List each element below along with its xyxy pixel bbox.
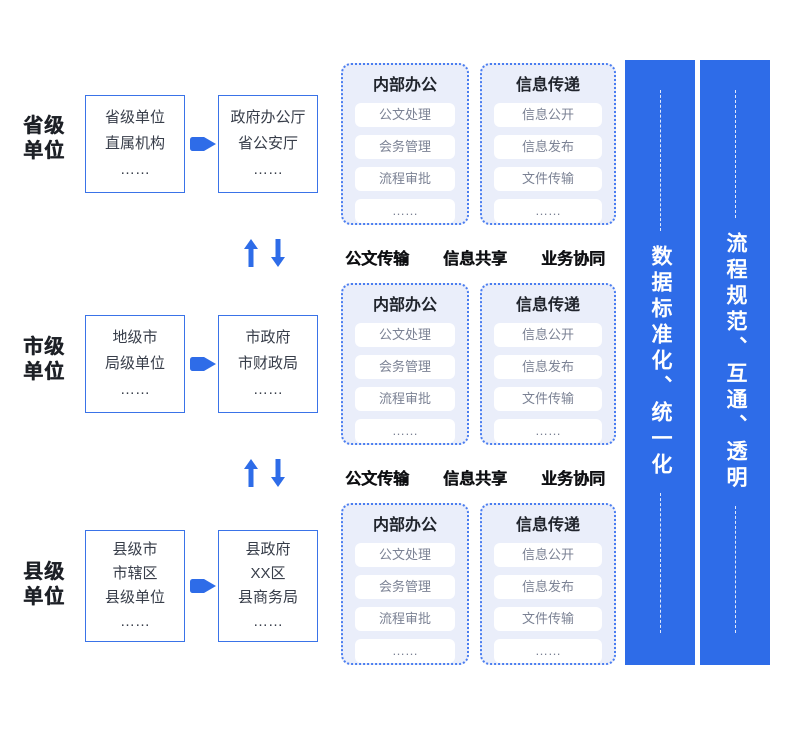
flow-arrow-icon <box>190 357 216 371</box>
panel-item: …… <box>494 199 602 223</box>
panel-internal-office: 内部办公 公文处理 会务管理 流程审批 …… <box>341 503 469 665</box>
exchange-arrows <box>243 238 289 268</box>
gov-box-line: 市政府 <box>245 328 291 346</box>
tier-label-provincial: 省级单位 <box>23 115 65 162</box>
vertical-dashed-line <box>734 90 736 218</box>
vertical-dashed-line <box>659 492 661 633</box>
panel-item: 文件传输 <box>494 607 602 631</box>
org-box-line: …… <box>120 613 150 630</box>
panel-item: …… <box>494 639 602 663</box>
flow-arrow-icon <box>190 579 216 593</box>
down-arrow-icon <box>271 459 285 487</box>
gov-box-line: XX区 <box>250 565 286 582</box>
exchange-label: 信息共享 <box>442 251 507 268</box>
panel-item: …… <box>494 419 602 443</box>
org-box-line: 市辖区 <box>112 565 158 582</box>
panel-item: …… <box>355 419 455 443</box>
panel-title: 信息传递 <box>515 297 580 314</box>
banner-process-transparency: 流程规范、互通、透明 <box>700 60 770 665</box>
panel-item: 公文处理 <box>355 323 455 347</box>
panel-item: 流程审批 <box>355 167 455 191</box>
org-box-line: …… <box>120 381 150 399</box>
panel-internal-office: 内部办公 公文处理 会务管理 流程审批 …… <box>341 63 469 225</box>
panel-info-transfer: 信息传递 信息公开 信息发布 文件传输 …… <box>480 283 616 445</box>
exchange-label: 公文传输 <box>345 471 410 488</box>
tier-label-county: 县级单位 <box>23 561 65 608</box>
exchange-label: 信息共享 <box>442 471 507 488</box>
panel-title: 内部办公 <box>372 297 437 314</box>
org-box-county: 县级市 市辖区 县级单位 …… <box>85 530 185 642</box>
panel-title: 内部办公 <box>372 517 437 534</box>
panel-item: 流程审批 <box>355 387 455 411</box>
panel-item: 公文处理 <box>355 103 455 127</box>
org-box-line: 地级市 <box>112 328 158 346</box>
panel-info-transfer: 信息传递 信息公开 信息发布 文件传输 …… <box>480 63 616 225</box>
exchange-label: 业务协同 <box>540 251 605 268</box>
tier-label-municipal: 市级单位 <box>23 336 65 383</box>
exchange-arrows <box>243 458 289 488</box>
vertical-dashed-line <box>734 505 736 633</box>
panel-item: 会务管理 <box>355 135 455 159</box>
gov-box-municipal: 市政府 市财政局 …… <box>218 315 318 413</box>
gov-box-line: …… <box>253 161 283 179</box>
panel-item: 公文处理 <box>355 543 455 567</box>
panel-item: 流程审批 <box>355 607 455 631</box>
banner-text: 流程规范、互通、透明 <box>724 231 747 492</box>
panel-item: 信息发布 <box>494 355 602 379</box>
panel-item: 信息发布 <box>494 135 602 159</box>
up-arrow-icon <box>244 459 258 487</box>
gov-box-county: 县政府 XX区 县商务局 …… <box>218 530 318 642</box>
banner-data-standardization: 数据标准化、统一化 <box>625 60 695 665</box>
panel-item: 信息公开 <box>494 323 602 347</box>
vertical-dashed-line <box>659 90 661 231</box>
exchange-label: 公文传输 <box>345 251 410 268</box>
panel-item: …… <box>355 639 455 663</box>
panel-title: 信息传递 <box>515 517 580 534</box>
org-box-line: …… <box>120 161 150 179</box>
panel-item: 文件传输 <box>494 167 602 191</box>
org-box-line: 直属机构 <box>104 134 165 152</box>
gov-box-line: …… <box>253 613 283 630</box>
org-box-line: 省级单位 <box>104 108 165 126</box>
exchange-labels: 公文传输 信息共享 业务协同 <box>345 245 605 269</box>
gov-box-line: 市财政局 <box>237 354 298 372</box>
exchange-labels: 公文传输 信息共享 业务协同 <box>345 465 605 489</box>
panel-item: 信息公开 <box>494 543 602 567</box>
down-arrow-icon <box>271 239 285 267</box>
panel-item: 信息公开 <box>494 103 602 127</box>
banner-text: 数据标准化、统一化 <box>649 244 672 479</box>
gov-box-line: 县商务局 <box>237 589 298 606</box>
panel-item: 会务管理 <box>355 355 455 379</box>
gov-box-line: 省公安厅 <box>237 134 298 152</box>
gov-box-line: 县政府 <box>245 541 291 558</box>
gov-box-line: 政府办公厅 <box>230 108 306 126</box>
org-box-municipal: 地级市 局级单位 …… <box>85 315 185 413</box>
flow-arrow-icon <box>190 137 216 151</box>
panel-info-transfer: 信息传递 信息公开 信息发布 文件传输 …… <box>480 503 616 665</box>
up-arrow-icon <box>244 239 258 267</box>
panel-item: 文件传输 <box>494 387 602 411</box>
exchange-label: 业务协同 <box>540 471 605 488</box>
panel-item: 会务管理 <box>355 575 455 599</box>
panel-title: 内部办公 <box>372 77 437 94</box>
panel-internal-office: 内部办公 公文处理 会务管理 流程审批 …… <box>341 283 469 445</box>
gov-box-line: …… <box>253 381 283 399</box>
org-box-line: 县级单位 <box>104 589 165 606</box>
org-box-provincial: 省级单位 直属机构 …… <box>85 95 185 193</box>
panel-item: 信息发布 <box>494 575 602 599</box>
gov-box-provincial: 政府办公厅 省公安厅 …… <box>218 95 318 193</box>
org-box-line: 县级市 <box>112 541 158 558</box>
panel-title: 信息传递 <box>515 77 580 94</box>
panel-item: …… <box>355 199 455 223</box>
org-box-line: 局级单位 <box>104 354 165 372</box>
